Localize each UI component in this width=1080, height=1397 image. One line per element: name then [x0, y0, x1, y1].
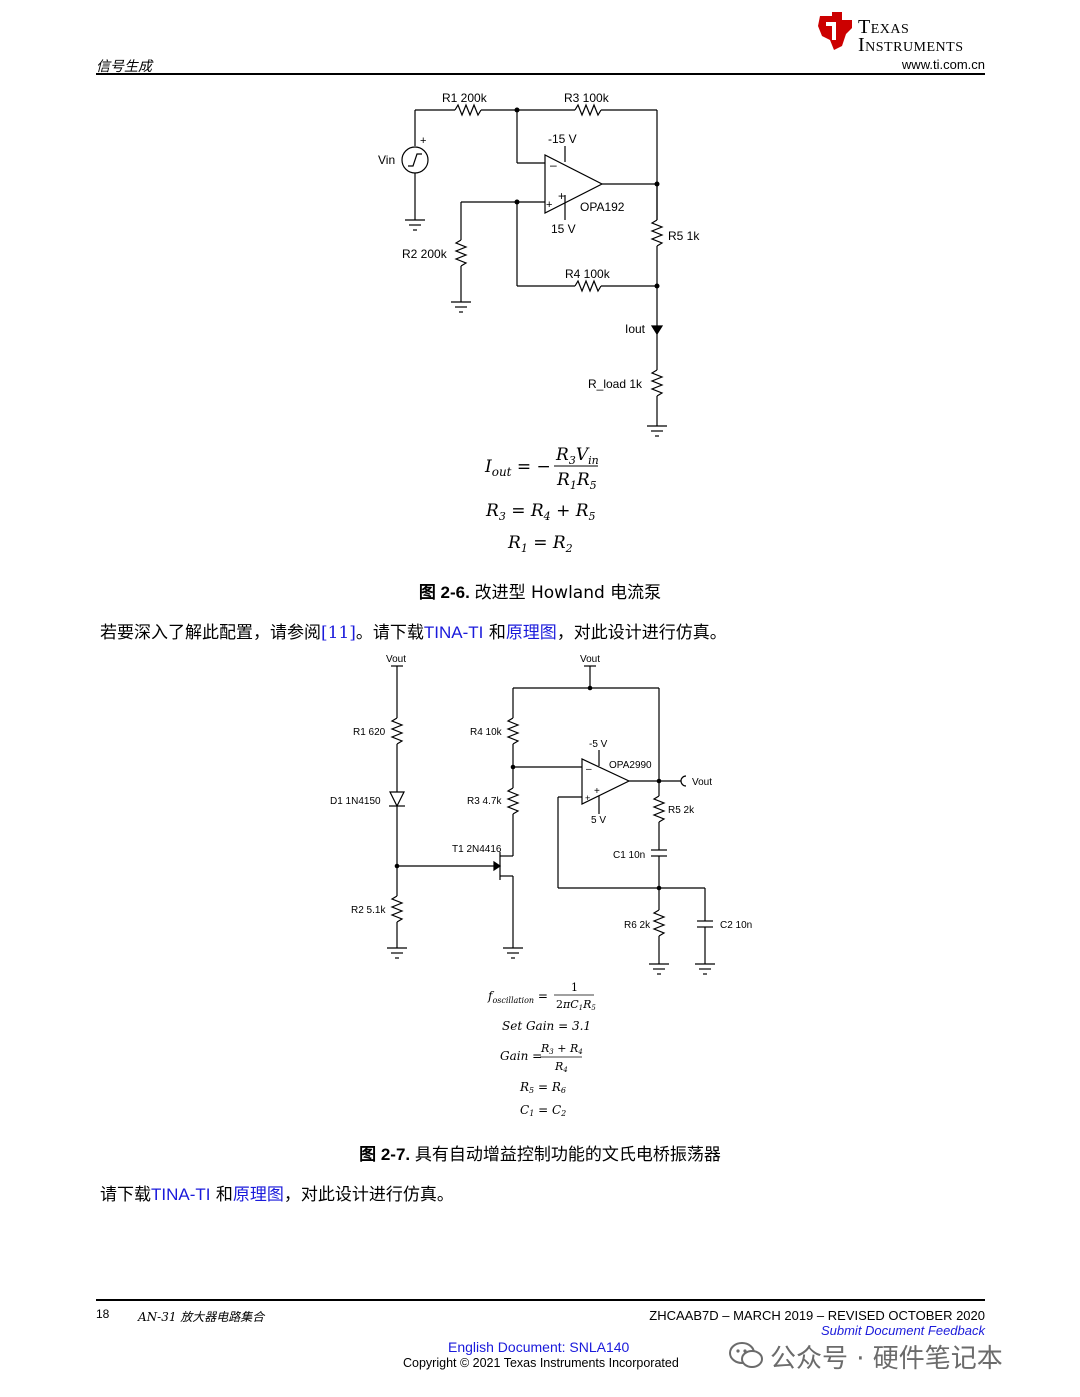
fig1-vneg-label: -15 V [548, 132, 577, 146]
copyright: Copyright © 2021 Texas Instruments Incor… [403, 1356, 679, 1370]
svg-text:+: + [420, 135, 426, 147]
fig1-r4-label: R4 100k [565, 267, 611, 281]
fig1-opamp-label: OPA192 [580, 200, 625, 214]
fig1-r3-label: R3 100k [564, 91, 610, 105]
english-document-link[interactable]: English Document: SNLA140 [448, 1339, 630, 1355]
section-title: 信号生成 [96, 59, 152, 75]
logo-line2: Instruments [858, 34, 964, 56]
fig2-vout-left-label: Vout [386, 654, 406, 665]
fig2-c1-label: C1 10n [613, 850, 645, 861]
doc-id: ZHCAAB7D – MARCH 2019 – REVISED OCTOBER … [649, 1308, 985, 1323]
fig1-r2-label: R2 200k [402, 247, 448, 261]
svg-text:–: – [550, 158, 557, 172]
fig1-vin-label: Vin [378, 153, 395, 167]
fig2-vout-top-label: Vout [580, 654, 600, 665]
fig2-r1-label: R1 620 [353, 727, 386, 738]
fig2-r5-label: R5 2k [668, 805, 695, 816]
svg-text:–: – [586, 764, 592, 775]
fig2-t1-label: T1 2N4416 [452, 844, 502, 855]
svg-text:+: + [546, 199, 552, 211]
fig2-r6-label: R6 2k [624, 920, 651, 931]
fig2-d1-label: D1 1N4150 [330, 796, 381, 807]
svg-text:Iout = −: Iout = − [484, 457, 551, 479]
ref-11-link[interactable]: [11] [321, 623, 356, 643]
wechat-icon [729, 1342, 763, 1368]
set-gain-text: Set Gain = 3.1 [502, 1019, 591, 1033]
site-url[interactable]: www.ti.com.cn [901, 57, 985, 72]
tina-ti-link[interactable]: TINA-TI [423, 623, 484, 642]
ti-logo-icon [818, 12, 852, 50]
fig1-r5-label: R5 1k [668, 229, 700, 243]
svg-text:+: + [585, 793, 590, 803]
page-number: 18 [96, 1307, 110, 1321]
fig1-caption: 图 2-6. 改进型 Howland 电流泵 [418, 583, 662, 603]
fig2-vneg-label: -5 V [589, 739, 608, 750]
fig1-r1-label: R1 200k [442, 91, 488, 105]
fig2-opamp-label: OPA2990 [609, 760, 652, 771]
schematic-link[interactable]: 原理图 [505, 623, 557, 643]
svg-text:+: + [558, 189, 565, 203]
svg-text:2πC1R5: 2πC1R5 [556, 998, 596, 1012]
fig2-c2-label: C2 10n [720, 920, 752, 931]
paragraph-1: 若要深入了解此配置，请参阅[11]。请下载TINA-TI 和原理图，对此设计进行… [100, 623, 727, 643]
svg-text:R3Vin: R3Vin [555, 445, 599, 467]
svg-text:R1R5: R1R5 [556, 470, 597, 492]
schematic-link-2[interactable]: 原理图 [232, 1185, 284, 1205]
header-divider [96, 73, 985, 75]
fig1-vpos-label: 15 V [551, 222, 576, 236]
svg-text:R5 = R6: R5 = R6 [519, 1080, 566, 1095]
svg-text:R3 + R4: R3 + R4 [540, 1042, 583, 1056]
svg-text:R1 = R2: R1 = R2 [507, 533, 573, 555]
svg-text:+: + [594, 786, 600, 797]
fig1-iout-label: Iout [625, 322, 646, 336]
svg-text:Gain =: Gain = [500, 1049, 542, 1063]
fig1-rload-label: R_load 1k [588, 377, 643, 391]
svg-text:foscillation =: foscillation = [487, 989, 548, 1005]
howland-schematic: – + + + R1 200k R3 100k -15 V Vin OPA192… [378, 91, 700, 437]
doc-title: AN-31 放大器电路集合 [138, 1310, 265, 1324]
svg-text:C1 = C2: C1 = C2 [520, 1103, 566, 1118]
fig2-r3-label: R3 4.7k [467, 796, 502, 807]
svg-text:R3 = R4 + R5: R3 = R4 + R5 [485, 501, 596, 523]
wien-bridge-schematic: – + + Vout Vout R1 620 R4 10k -5 V OPA29… [330, 654, 752, 975]
fig2-r2-label: R2 5.1k [351, 905, 386, 916]
svg-text:1: 1 [571, 981, 578, 994]
submit-feedback-link[interactable]: Submit Document Feedback [820, 1323, 985, 1338]
logo-line1: Texas [858, 16, 910, 38]
fig2-caption: 图 2-7. 具有自动增益控制功能的文氏电桥振荡器 [359, 1145, 721, 1165]
svg-text:R4: R4 [554, 1060, 568, 1074]
watermark-text: 公众号 · 硬件笔记本 [770, 1344, 1003, 1374]
paragraph-2: 请下载TINA-TI 和原理图，对此设计进行仿真。 [100, 1185, 454, 1205]
howland-equations: Iout = − R3Vin R1R5 R3 = R4 + R5 R1 = R2 [484, 445, 599, 555]
wien-equations: foscillation = 1 2πC1R5 Set Gain = 3.1 G… [487, 981, 596, 1118]
tina-ti-link-2[interactable]: TINA-TI [151, 1185, 211, 1204]
fig2-vout-right-label: Vout [692, 777, 712, 788]
footer-divider [96, 1299, 985, 1301]
fig2-r4-label: R4 10k [470, 727, 503, 738]
fig2-vpos-label: 5 V [591, 815, 606, 826]
